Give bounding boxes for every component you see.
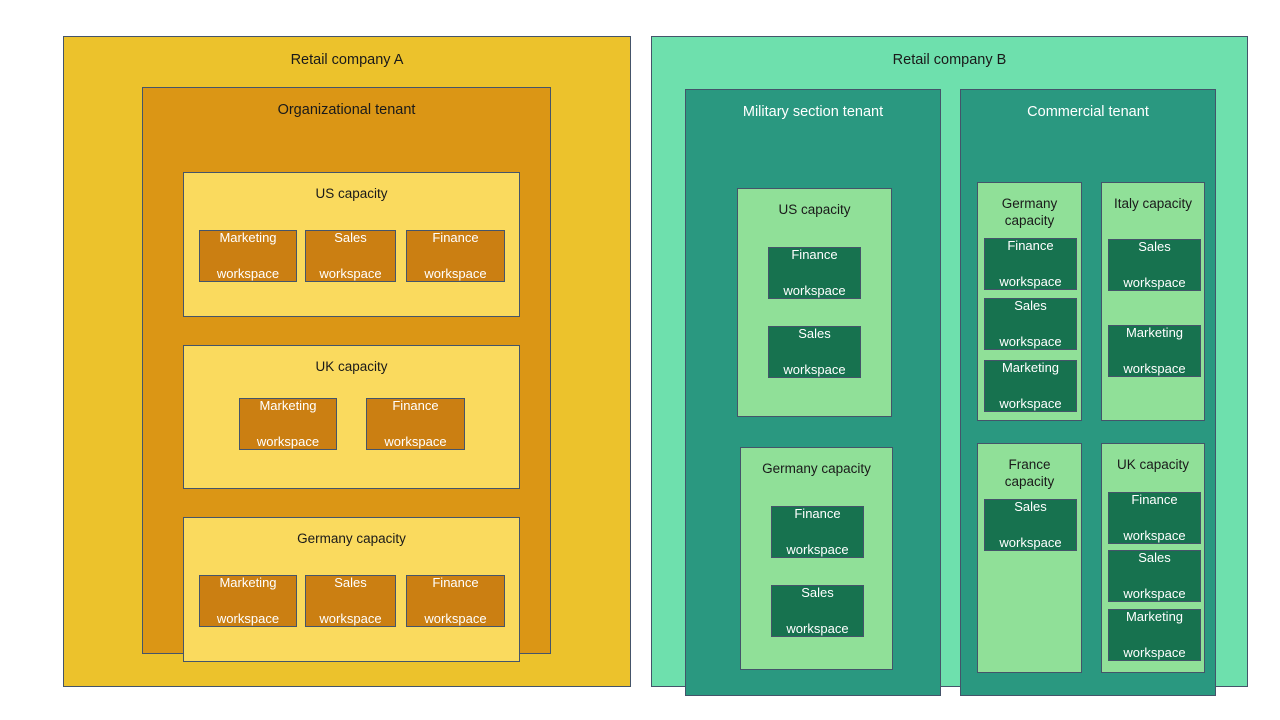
workspace-label-line2: workspace: [1123, 528, 1186, 543]
capacity-us-title: US capacity: [778, 202, 851, 217]
workspace-label-line1: Finance: [432, 230, 479, 245]
workspace-sales[interactable]: Sales workspace: [1108, 239, 1201, 291]
workspace-label-line1: Sales: [334, 575, 367, 590]
workspace-marketing[interactable]: Marketing workspace: [199, 575, 297, 627]
workspace-label-line1: Sales: [1014, 298, 1047, 313]
workspace-label-line1: Marketing: [219, 230, 277, 245]
tenant-military-section-container[interactable]: Military section tenant US capacity Fina…: [685, 89, 941, 696]
capacity-us-title: US capacity: [315, 186, 388, 201]
workspace-label-line1: Marketing: [1125, 609, 1184, 624]
workspace-label-line2: workspace: [424, 611, 487, 626]
workspace-label-line2: workspace: [1123, 586, 1186, 601]
workspace-label-line1: Finance: [794, 506, 841, 521]
workspace-sales[interactable]: Sales workspace: [771, 585, 864, 637]
workspace-sales[interactable]: Sales workspace: [984, 298, 1077, 350]
workspace-sales[interactable]: Sales workspace: [768, 326, 861, 378]
workspace-finance[interactable]: Finance workspace: [406, 230, 505, 282]
workspace-label-line2: workspace: [216, 266, 280, 281]
capacity-germany-container[interactable]: Germany capacity Finance workspace Sales…: [740, 447, 893, 670]
workspace-finance[interactable]: Finance workspace: [406, 575, 505, 627]
capacity-uk-container[interactable]: UK capacity Finance workspace Sales work…: [1101, 443, 1205, 673]
company-a-container[interactable]: Retail company A Organizational tenant U…: [63, 36, 631, 687]
workspace-label-line1: Sales: [334, 230, 367, 245]
capacity-us-container[interactable]: US capacity Marketing workspace Sales wo…: [183, 172, 520, 317]
capacity-germany-title: Germany capacity: [297, 531, 406, 546]
company-b-container[interactable]: Retail company B Military section tenant…: [651, 36, 1248, 696]
workspace-label-line2: workspace: [424, 266, 487, 281]
workspace-label-line1: Marketing: [259, 398, 317, 413]
workspace-label-line2: workspace: [999, 396, 1062, 411]
tenant-commercial-container[interactable]: Commercial tenant Germany capacity Finan…: [960, 89, 1216, 696]
company-b-title: Retail company B: [892, 52, 1007, 68]
workspace-finance[interactable]: Finance workspace: [1108, 492, 1201, 544]
capacity-uk-title: UK capacity: [315, 359, 388, 374]
workspace-label-line2: workspace: [1123, 275, 1186, 290]
workspace-label-line2: workspace: [319, 266, 382, 281]
workspace-label-line2: workspace: [999, 535, 1062, 550]
workspace-marketing[interactable]: Marketing workspace: [984, 360, 1077, 412]
workspace-finance[interactable]: Finance workspace: [984, 238, 1077, 290]
capacity-uk-container[interactable]: UK capacity Marketing workspace Finance …: [183, 345, 520, 489]
workspace-label-line2: workspace: [786, 542, 849, 557]
workspace-finance[interactable]: Finance workspace: [768, 247, 861, 299]
capacity-france-title: France capacity: [1004, 457, 1055, 489]
workspace-sales[interactable]: Sales workspace: [305, 230, 396, 282]
workspace-marketing[interactable]: Marketing workspace: [199, 230, 297, 282]
workspace-label-line2: workspace: [786, 621, 849, 636]
workspace-label-line2: workspace: [384, 434, 447, 449]
workspace-label-line1: Sales: [1138, 550, 1171, 565]
capacity-italy-container[interactable]: Italy capacity Sales workspace Marketing…: [1101, 182, 1205, 421]
workspace-label-line2: workspace: [999, 334, 1062, 349]
company-a-title: Retail company A: [290, 52, 404, 68]
workspace-label-line2: workspace: [319, 611, 382, 626]
workspace-label-line1: Sales: [1014, 499, 1047, 514]
capacity-italy-title: Italy capacity: [1113, 196, 1193, 211]
workspace-label-line1: Sales: [1138, 239, 1171, 254]
workspace-sales[interactable]: Sales workspace: [1108, 550, 1201, 602]
workspace-label-line2: workspace: [783, 283, 846, 298]
tenant-military-section-title: Military section tenant: [742, 104, 884, 120]
workspace-sales[interactable]: Sales workspace: [984, 499, 1077, 551]
capacity-germany-container[interactable]: Germany capacity Finance workspace Sales…: [977, 182, 1082, 421]
workspace-marketing[interactable]: Marketing workspace: [1108, 609, 1201, 661]
workspace-label-line2: workspace: [216, 611, 280, 626]
capacity-us-container[interactable]: US capacity Finance workspace Sales work…: [737, 188, 892, 417]
workspace-label-line1: Finance: [432, 575, 479, 590]
workspace-label-line2: workspace: [783, 362, 846, 377]
capacity-germany-container[interactable]: Germany capacity Marketing workspace Sal…: [183, 517, 520, 662]
workspace-label-line1: Marketing: [219, 575, 277, 590]
workspace-label-line1: Sales: [801, 585, 834, 600]
workspace-label-line1: Sales: [798, 326, 831, 341]
capacity-france-container[interactable]: France capacity Sales workspace: [977, 443, 1082, 673]
workspace-marketing[interactable]: Marketing workspace: [1108, 325, 1201, 377]
workspace-label-line2: workspace: [1123, 361, 1186, 376]
workspace-label-line1: Marketing: [1125, 325, 1184, 340]
workspace-label-line1: Finance: [1131, 492, 1178, 507]
capacity-germany-title: Germany capacity: [762, 461, 871, 476]
workspace-label-line2: workspace: [256, 434, 320, 449]
workspace-label-line1: Marketing: [1001, 360, 1060, 375]
tenant-commercial-title: Commercial tenant: [1027, 104, 1149, 120]
workspace-finance[interactable]: Finance workspace: [366, 398, 465, 450]
capacity-uk-title: UK capacity: [1116, 457, 1190, 472]
tenant-organizational-container[interactable]: Organizational tenant US capacity Market…: [142, 87, 551, 662]
workspace-label-line2: workspace: [1123, 645, 1186, 660]
workspace-label-line1: Finance: [1007, 238, 1054, 253]
workspace-label-line2: workspace: [999, 274, 1062, 289]
workspace-label-line1: Finance: [791, 247, 838, 262]
workspace-label-line1: Finance: [392, 398, 439, 413]
workspace-sales[interactable]: Sales workspace: [305, 575, 396, 627]
workspace-marketing[interactable]: Marketing workspace: [239, 398, 337, 450]
workspace-finance[interactable]: Finance workspace: [771, 506, 864, 558]
capacity-germany-title: Germany capacity: [1001, 196, 1058, 228]
tenant-organizational-title: Organizational tenant: [277, 102, 416, 118]
